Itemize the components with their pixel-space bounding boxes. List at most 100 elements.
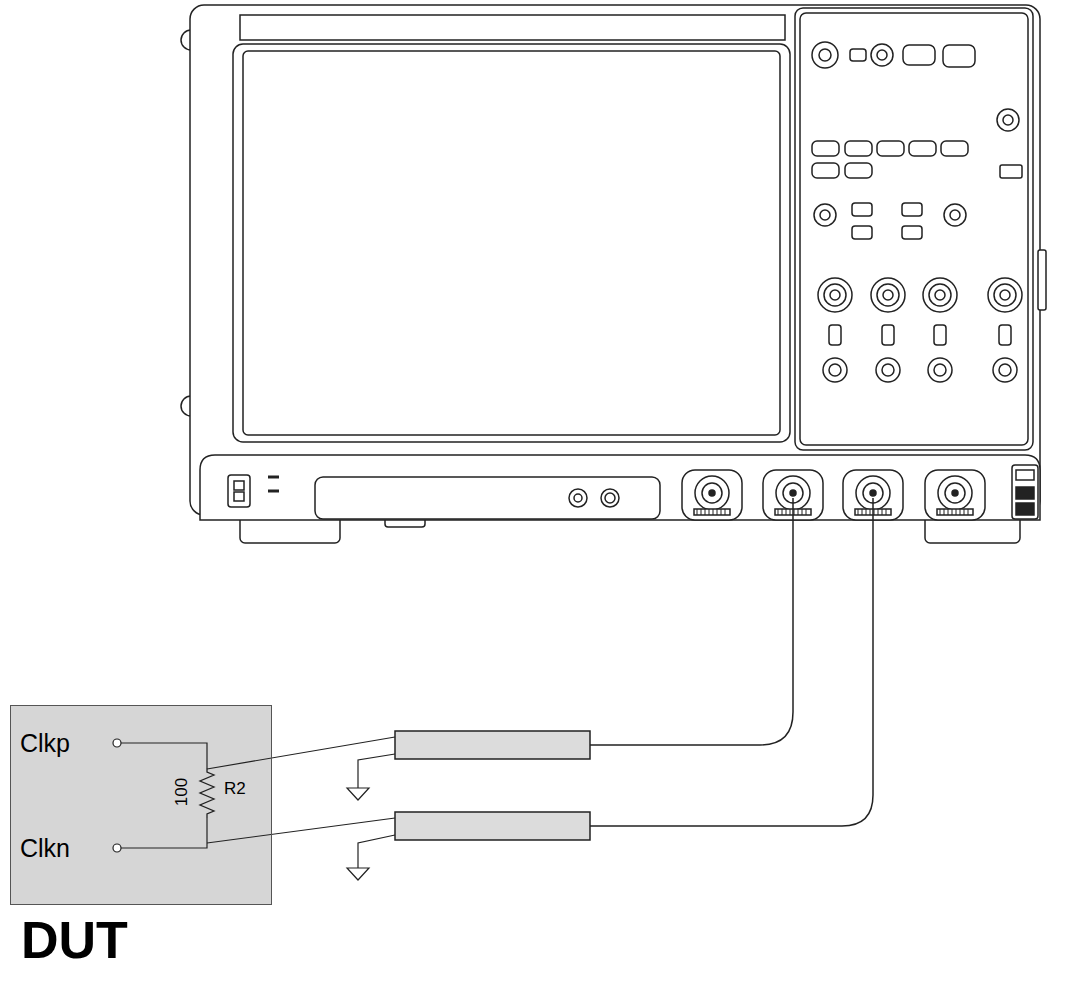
button bbox=[999, 325, 1011, 345]
pin-name: Clkn bbox=[20, 836, 70, 861]
bnc-input bbox=[697, 509, 725, 515]
power-button bbox=[234, 481, 244, 490]
aux-connector bbox=[605, 493, 615, 503]
button bbox=[877, 141, 904, 156]
bnc-input bbox=[702, 483, 722, 503]
bnc-input bbox=[790, 490, 796, 496]
bnc-input bbox=[937, 509, 973, 515]
knob bbox=[928, 358, 952, 382]
bnc-input bbox=[938, 476, 972, 510]
pin-terminal bbox=[113, 739, 121, 747]
bnc-input bbox=[940, 509, 968, 515]
part-name: R2 bbox=[224, 780, 246, 797]
button bbox=[909, 141, 936, 156]
button bbox=[812, 141, 839, 156]
probe-body bbox=[395, 731, 590, 840]
front-slot bbox=[315, 477, 660, 519]
probe-lead bbox=[207, 737, 395, 769]
dut-wire bbox=[121, 743, 207, 768]
knob bbox=[882, 364, 894, 376]
knob bbox=[820, 210, 830, 220]
knob bbox=[994, 284, 1016, 306]
probe-lead bbox=[358, 754, 395, 788]
front-strip bbox=[200, 455, 1040, 520]
dut-wire bbox=[121, 743, 207, 848]
knob bbox=[823, 358, 847, 382]
screen-frame bbox=[233, 44, 790, 442]
knob bbox=[824, 284, 846, 306]
bnc-input bbox=[695, 476, 729, 510]
pin-terminal bbox=[113, 739, 121, 852]
knob bbox=[830, 290, 840, 300]
button bbox=[902, 226, 922, 239]
knob bbox=[876, 358, 900, 382]
bnc-input bbox=[682, 470, 742, 520]
dut-board bbox=[10, 705, 272, 905]
ground-symbol bbox=[347, 868, 369, 880]
body bbox=[190, 5, 1040, 515]
button bbox=[903, 45, 935, 65]
probe-lead bbox=[207, 818, 395, 843]
aux-connector bbox=[569, 489, 587, 507]
button bbox=[845, 163, 872, 178]
usb-panel bbox=[1012, 465, 1038, 519]
knob bbox=[935, 290, 945, 300]
device-label: DUT bbox=[21, 914, 128, 966]
button bbox=[934, 325, 946, 345]
probe-cable bbox=[590, 498, 793, 745]
button bbox=[852, 226, 872, 239]
indicator bbox=[268, 490, 279, 493]
probe-cable bbox=[590, 498, 873, 826]
side-tab bbox=[1038, 250, 1046, 310]
probe-lead bbox=[207, 737, 395, 868]
knob bbox=[997, 109, 1019, 131]
button bbox=[845, 141, 872, 156]
resistor-value: 100 bbox=[173, 778, 190, 806]
knob bbox=[818, 278, 852, 312]
ground-symbol bbox=[347, 788, 369, 800]
knob bbox=[923, 278, 957, 312]
knob bbox=[877, 50, 887, 60]
knob bbox=[812, 42, 838, 68]
knob bbox=[1000, 290, 1010, 300]
bnc-input bbox=[709, 490, 715, 496]
usb-port bbox=[1016, 470, 1034, 480]
knob bbox=[819, 49, 831, 61]
bnc-input bbox=[925, 470, 985, 520]
resistor-symbol bbox=[200, 768, 214, 818]
button bbox=[1000, 165, 1022, 178]
oscilloscope bbox=[181, 5, 1046, 543]
top-bar bbox=[240, 15, 785, 40]
button bbox=[943, 45, 975, 67]
knob bbox=[829, 364, 841, 376]
usb-port bbox=[1016, 503, 1034, 515]
bnc-input bbox=[925, 470, 985, 520]
power-button bbox=[228, 475, 250, 507]
button bbox=[882, 325, 894, 345]
usb-port bbox=[1016, 487, 1034, 499]
knob bbox=[883, 290, 893, 300]
knob bbox=[877, 284, 899, 306]
bnc-input bbox=[778, 509, 806, 515]
button bbox=[850, 49, 866, 61]
aux-connector bbox=[574, 494, 582, 502]
aux-connector bbox=[601, 489, 619, 507]
knob bbox=[934, 364, 946, 376]
bnc-input bbox=[694, 509, 730, 515]
bnc-input bbox=[858, 509, 886, 515]
button bbox=[902, 203, 922, 216]
knob bbox=[950, 210, 960, 220]
knob bbox=[1003, 115, 1013, 125]
control-panel bbox=[795, 8, 1033, 450]
knob bbox=[993, 358, 1017, 382]
button bbox=[941, 141, 968, 156]
pin-terminal bbox=[113, 844, 121, 852]
probe-cable bbox=[590, 498, 873, 826]
probe-body bbox=[395, 812, 590, 840]
probe-body bbox=[395, 731, 590, 759]
knob bbox=[944, 204, 966, 226]
button bbox=[812, 163, 839, 178]
button bbox=[852, 203, 872, 216]
